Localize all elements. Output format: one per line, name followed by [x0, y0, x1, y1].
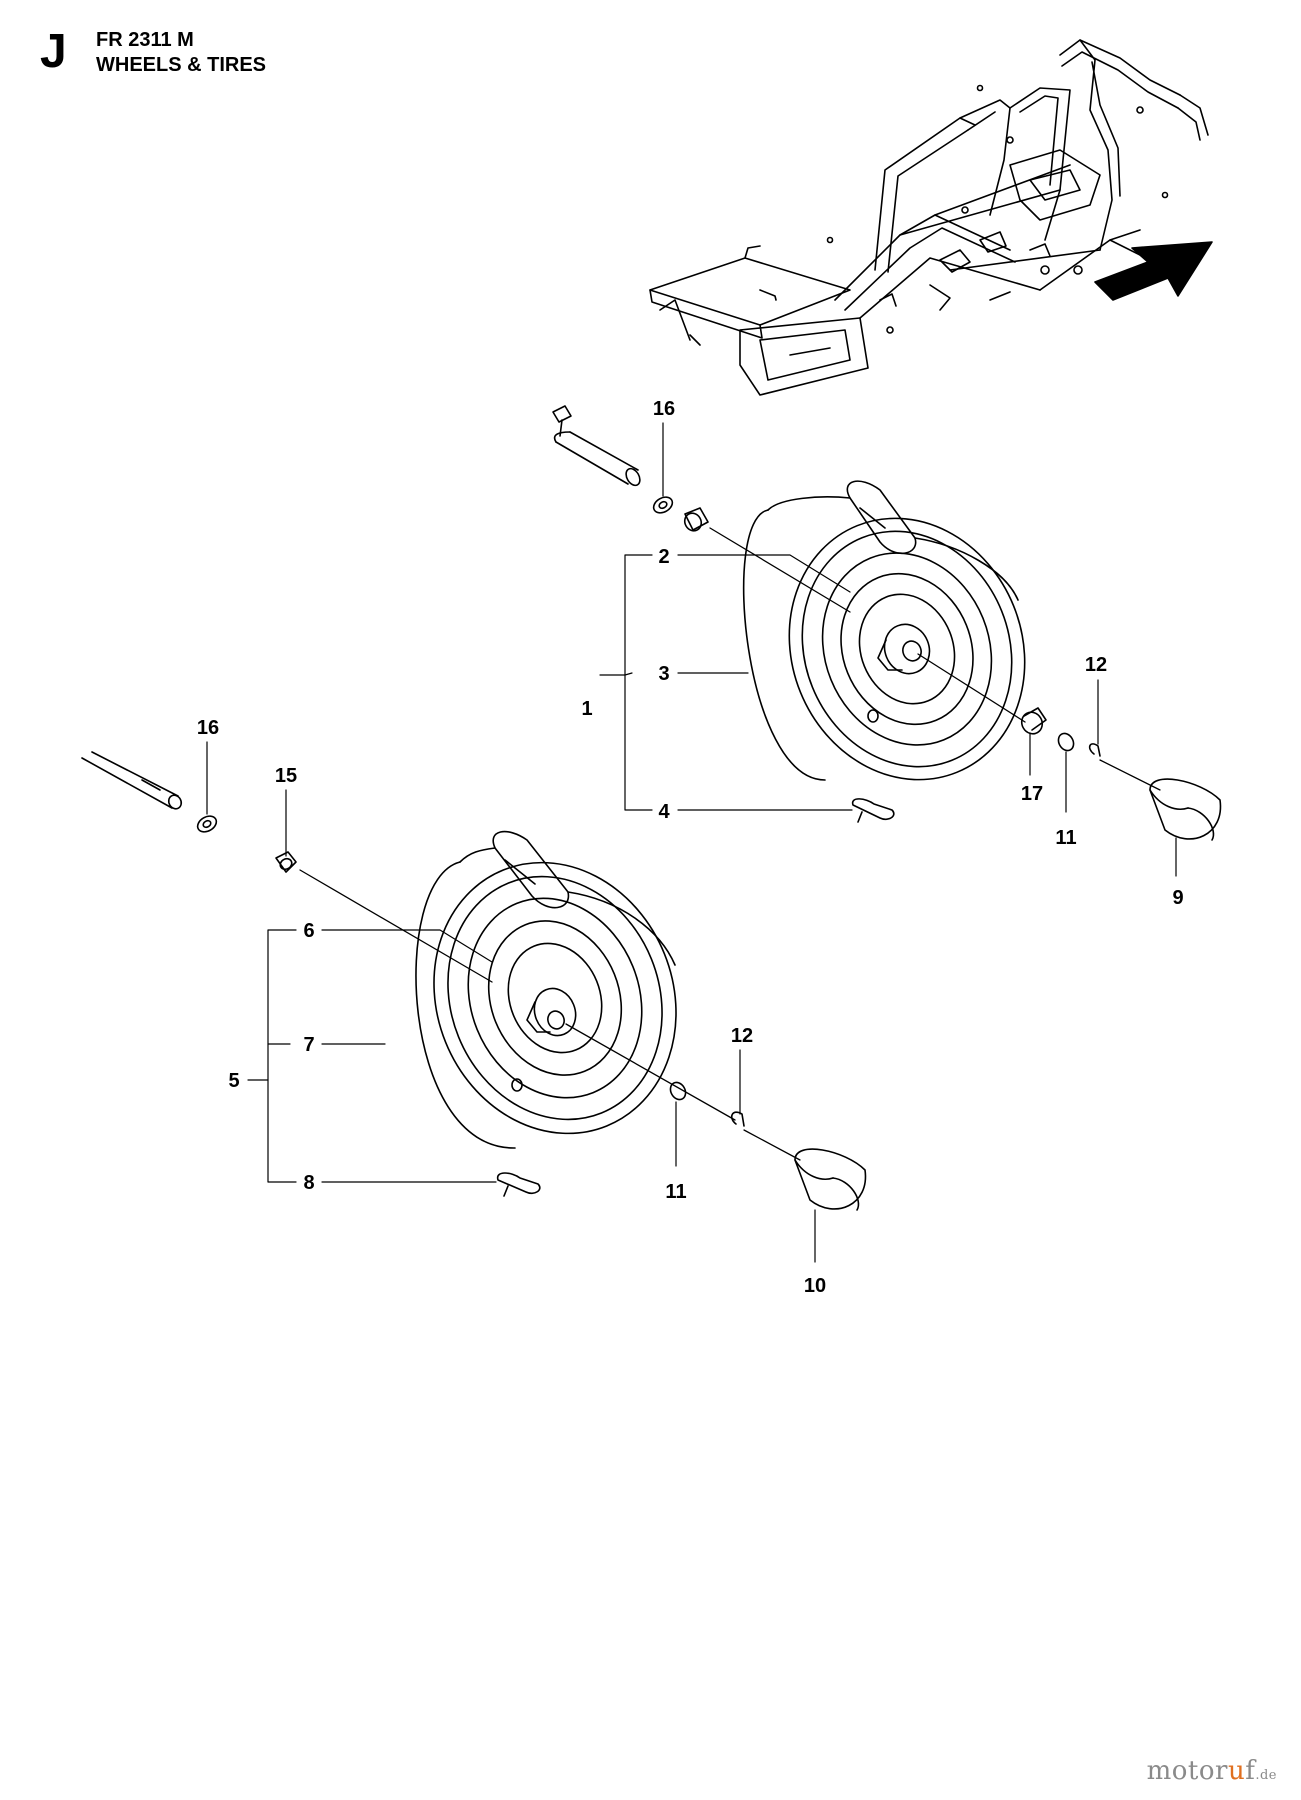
watermark-brand-dot: u [1227, 1756, 1246, 1786]
wheel-assembly-5 [81, 751, 867, 1211]
callout-16-lower: 16 [197, 717, 219, 739]
callout-5: 5 [228, 1070, 239, 1092]
watermark-brand-end: f [1245, 1756, 1256, 1786]
watermark: motoruf.de [1147, 1756, 1277, 1786]
callout-4: 4 [658, 801, 670, 823]
callout-2: 2 [658, 546, 669, 568]
callout-12-lower: 12 [731, 1025, 753, 1047]
title-block: FR 2311 M WHEELS & TIRES [96, 28, 266, 78]
callout-8: 8 [303, 1172, 314, 1194]
model-number: FR 2311 M [96, 29, 194, 51]
callout-16-upper: 16 [653, 398, 675, 420]
wheel-assembly-1 [552, 405, 1222, 841]
leader-lines [206, 422, 1177, 1263]
callout-3: 3 [658, 663, 669, 685]
callout-12-upper: 12 [1085, 654, 1107, 676]
callout-6: 6 [303, 920, 314, 942]
section-title: WHEELS & TIRES [96, 54, 267, 76]
watermark-brand-start: motor [1146, 1756, 1228, 1786]
callout-17: 17 [1021, 783, 1043, 805]
section-letter: J [40, 25, 67, 78]
callout-9: 9 [1172, 887, 1183, 909]
callout-11-upper: 11 [1055, 827, 1076, 849]
arrow-right-icon [1094, 241, 1213, 301]
callout-numbers: 16 2 3 1 4 12 17 11 9 16 15 6 7 5 8 12 1… [197, 398, 1184, 1297]
watermark-suffix: .de [1255, 1768, 1277, 1783]
callout-10: 10 [804, 1275, 826, 1297]
callout-7: 7 [303, 1034, 314, 1056]
callout-1: 1 [581, 698, 592, 720]
mower-frame-illustration [649, 39, 1209, 396]
callout-11-lower: 11 [665, 1181, 686, 1203]
callout-15: 15 [275, 765, 297, 787]
